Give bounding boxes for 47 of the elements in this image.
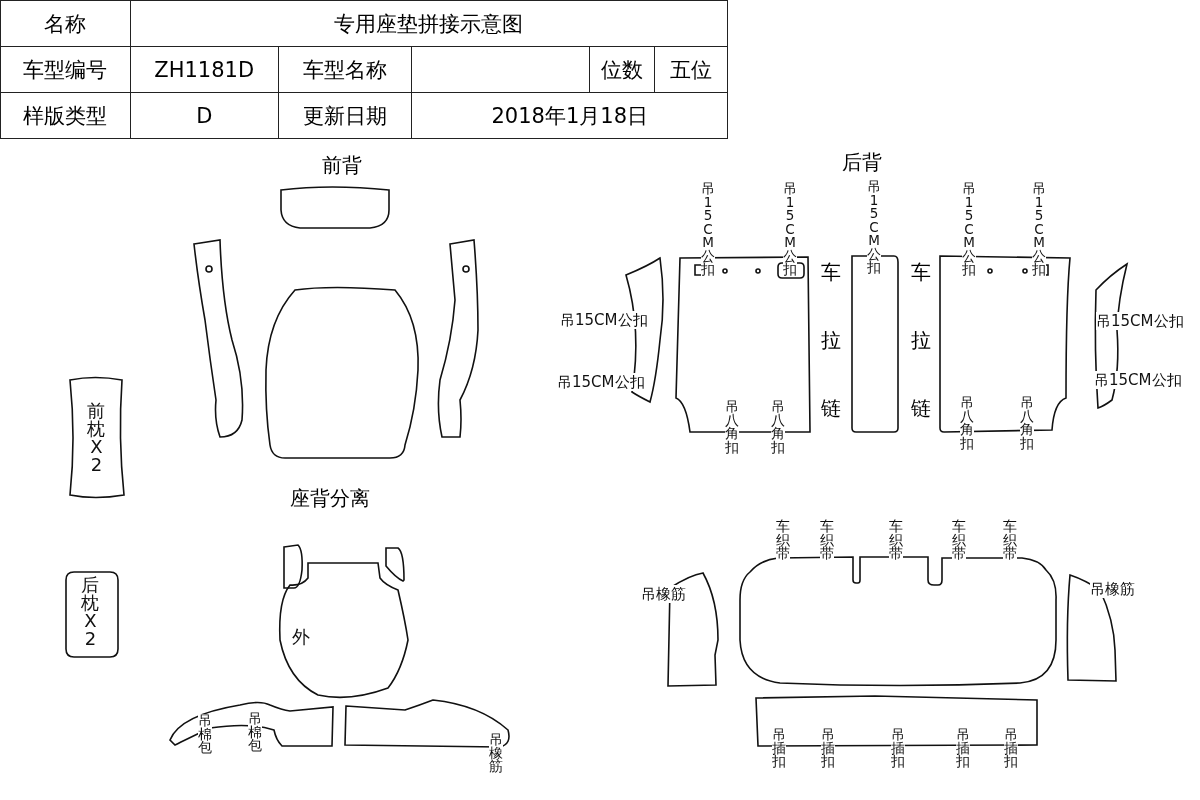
- table-cell: 更新日期: [278, 92, 412, 139]
- piece-note: 吊八角扣: [1020, 396, 1035, 450]
- table-cell: ZH1181D: [130, 46, 279, 93]
- piece-note: 吊棉包: [198, 714, 213, 755]
- piece-note: 吊15CM公扣: [557, 373, 645, 391]
- zipper-note: 车拉链: [820, 259, 841, 422]
- piece-note: 吊插扣: [956, 728, 971, 769]
- piece-note: 车织带: [1003, 520, 1018, 561]
- table-cell: 2018年1月18日: [411, 92, 728, 139]
- piece-note: 外: [292, 626, 310, 648]
- table-cell: 五位: [654, 46, 728, 93]
- section-title: 座背分离: [290, 485, 370, 512]
- table-cell: 专用座垫拼接示意图: [130, 0, 728, 47]
- section-title: 前背: [322, 152, 362, 179]
- piece-note: 车织带: [889, 520, 904, 561]
- piece-note: 车织带: [952, 520, 967, 561]
- piece-note: 吊15CM公扣: [1094, 371, 1182, 389]
- table-cell: 位数: [589, 46, 655, 93]
- table-cell: 车型名称: [278, 46, 412, 93]
- piece-note: 车织带: [820, 520, 835, 561]
- table-cell: 车型编号: [0, 46, 131, 93]
- piece-note: 后枕X2: [81, 576, 100, 648]
- piece-note: 吊插扣: [1004, 728, 1019, 769]
- piece-note: 吊插扣: [772, 728, 787, 769]
- table-cell: D: [130, 92, 279, 139]
- piece-note: 吊插扣: [891, 728, 906, 769]
- piece-note: 吊15CM公扣: [1096, 312, 1184, 330]
- piece-note: 吊15CM公扣: [1032, 182, 1047, 277]
- section-title: 后背: [842, 149, 882, 176]
- piece-note: 吊15CM公扣: [560, 311, 648, 329]
- piece-note: 吊棉包: [248, 712, 263, 753]
- piece-note: 吊八角扣: [725, 400, 740, 454]
- piece-note: 吊15CM公扣: [867, 180, 882, 275]
- piece-note: 吊八角扣: [960, 396, 975, 450]
- piece-note: 吊插扣: [821, 728, 836, 769]
- zipper-note: 车拉链: [910, 259, 931, 422]
- piece-note: 吊橡筋: [641, 585, 686, 603]
- table-cell: 名称: [0, 0, 131, 47]
- piece-note: 吊15CM公扣: [701, 182, 716, 277]
- table-cell: 样版类型: [0, 92, 131, 139]
- piece-note: 前枕X2: [87, 402, 106, 474]
- piece-note: 吊橡筋: [489, 733, 504, 774]
- piece-note: 吊15CM公扣: [962, 182, 977, 277]
- piece-note: 车织带: [776, 520, 791, 561]
- piece-note: 吊15CM公扣: [783, 182, 798, 277]
- piece-note: 吊橡筋: [1090, 580, 1135, 598]
- piece-note: 吊八角扣: [771, 400, 786, 454]
